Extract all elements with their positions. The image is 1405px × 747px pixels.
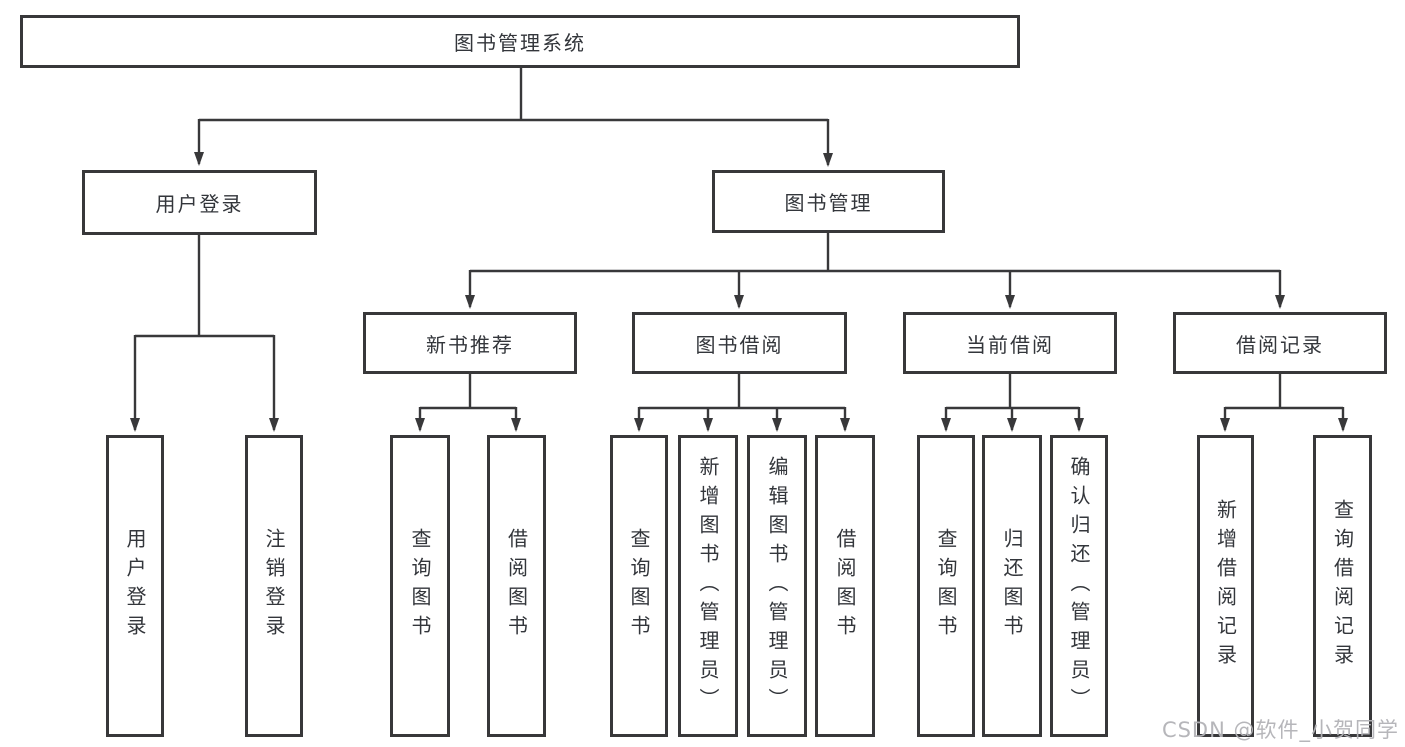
node-borrow-records: 借阅记录	[1173, 312, 1387, 374]
leaf-return-book: 归还图书	[982, 435, 1042, 737]
leaf-borrow-books-recommend: 借阅图书	[487, 435, 546, 737]
leaf-query-books-recommend: 查询图书	[390, 435, 450, 737]
leaf-user-login: 用户登录	[106, 435, 164, 737]
leaf-query-borrow-record: 查询借阅记录	[1313, 435, 1372, 737]
node-new-book-recommend: 新书推荐	[363, 312, 577, 374]
leaf-edit-book-admin: 编辑图书（管理员）	[747, 435, 807, 737]
leaf-query-books-borrow: 查询图书	[610, 435, 668, 737]
leaf-add-book-admin: 新增图书（管理员）	[678, 435, 738, 737]
node-book-management: 图书管理	[712, 170, 945, 233]
node-root: 图书管理系统	[20, 15, 1020, 68]
node-user-login: 用户登录	[82, 170, 317, 235]
leaf-add-borrow-record: 新增借阅记录	[1197, 435, 1254, 737]
leaf-logout: 注销登录	[245, 435, 303, 737]
leaf-confirm-return-admin: 确认归还（管理员）	[1050, 435, 1108, 737]
leaf-borrow-books: 借阅图书	[815, 435, 875, 737]
node-current-borrow: 当前借阅	[903, 312, 1117, 374]
node-book-borrow: 图书借阅	[632, 312, 847, 374]
leaf-query-books-current: 查询图书	[917, 435, 975, 737]
csdn-watermark: CSDN @软件_小贺同学	[1161, 718, 1399, 742]
